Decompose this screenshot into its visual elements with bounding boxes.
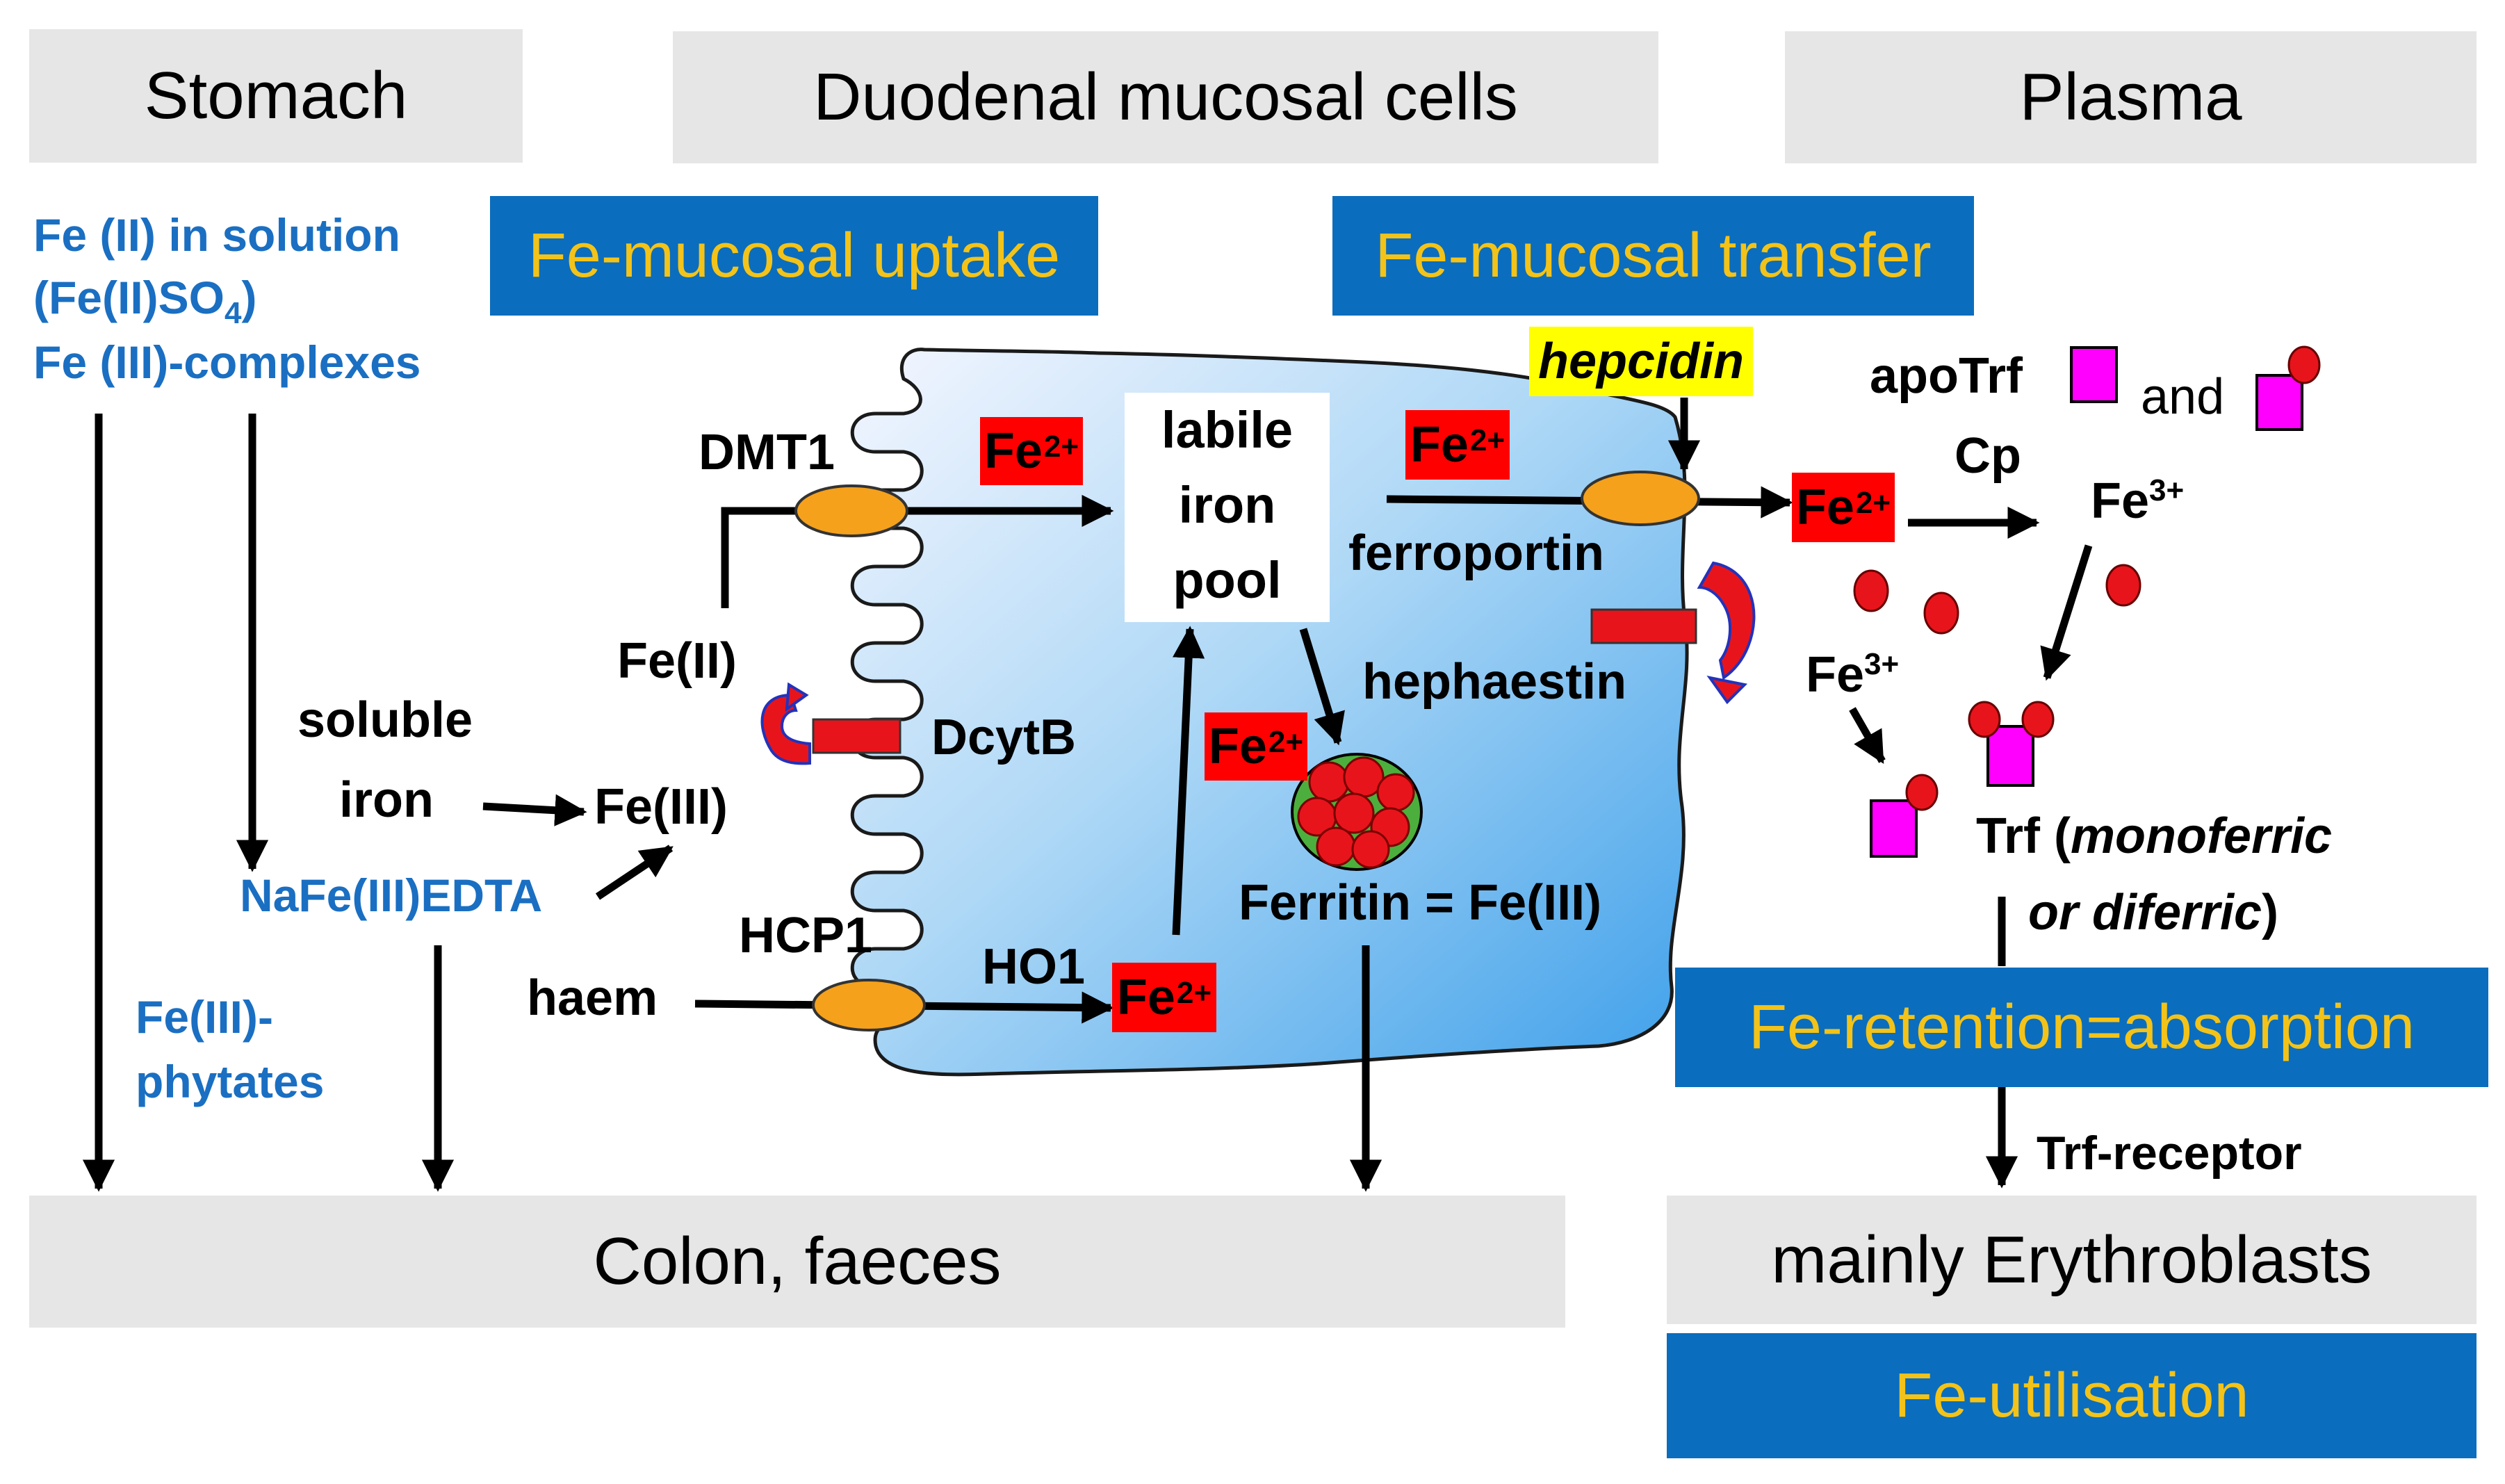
hephaestin-label: hephaestin: [1362, 654, 1627, 710]
trf-label: Trf (monoferric: [1976, 808, 2333, 864]
soluble-to-fe3-arrow: [482, 794, 587, 826]
phase-utilisation: Fe-utilisation: [1667, 1333, 2477, 1458]
hephaestin-hook-icon: [1697, 561, 1756, 680]
feso4-subscript: 4: [225, 296, 242, 331]
fe3-ion-label-1: Fe3+: [2091, 473, 2185, 529]
stomach-feso4: (Fe(II)SO4): [33, 271, 256, 331]
hephaestin-bar: [1590, 608, 1697, 644]
stomach-fe2-solution: Fe (II) in solution: [33, 209, 400, 261]
region-colon: Colon, faeces: [29, 1196, 1565, 1328]
labile-iron-pool: labile iron pool: [1125, 393, 1330, 622]
apotrf-label: apoTrf: [1870, 348, 2023, 404]
fe3-label: Fe(III): [594, 779, 728, 835]
pool-line-1: labile: [1161, 401, 1294, 459]
region-plasma: Plasma: [1785, 31, 2477, 163]
fe2-to-pool-arrow: [721, 494, 1114, 608]
naedta-to-fe3-arrow: [595, 845, 674, 900]
region-duodenal: Duodenal mucosal cells: [673, 31, 1658, 163]
ferritin-label: Ferritin = Fe(III): [1239, 875, 1602, 931]
fe3-dot: [1853, 569, 1889, 612]
and-label: and: [2141, 369, 2225, 425]
trf-label-2: or diferric): [2028, 885, 2279, 940]
monoferric-trf-icon: [1870, 774, 1939, 858]
region-erythroblasts: mainly Erythroblasts: [1667, 1196, 2477, 1324]
fe3-to-monoferric-arrow: [1849, 707, 1886, 765]
phase-retention: Fe-retention=absorption: [1675, 968, 2488, 1087]
trf-monoferric: monoferric: [2070, 808, 2333, 864]
pool-line-2: iron: [1178, 476, 1276, 534]
pool-line-3: pool: [1173, 551, 1282, 609]
phase-transfer: Fe-mucosal transfer: [1332, 196, 1974, 316]
phytates-label-1: Fe(III)-: [136, 991, 273, 1043]
phase-uptake: Fe-mucosal uptake: [490, 196, 1098, 316]
monoferric-trf-legend-icon: [2255, 345, 2321, 431]
soluble-iron-label-2: iron: [339, 772, 434, 828]
trf-diferric: or diferric: [2028, 885, 2262, 940]
stomach-fe3-complexes: Fe (III)-complexes: [33, 336, 421, 388]
dmt1-label: DMT1: [699, 425, 835, 480]
hcp1-label: HCP1: [739, 908, 873, 963]
dcytb-hook-icon: [760, 693, 811, 765]
cp-label: Cp: [1955, 428, 2021, 484]
fe3-to-diferric-arrow: [2040, 544, 2093, 681]
feso4-text: (Fe(II)SO: [33, 272, 225, 323]
soluble-iron-label-1: soluble: [297, 692, 473, 748]
hcp1-transporter: [812, 979, 926, 1032]
pool-to-ferritin-arrow: [1299, 628, 1345, 746]
diferric-trf-icon: [1968, 701, 2055, 787]
dmt1-transporter: [794, 484, 908, 537]
ferroportin-transporter: [1581, 471, 1700, 526]
hepcidin-label: hepcidin: [1529, 327, 1753, 396]
fe2-label: Fe(II): [617, 633, 737, 689]
apotrf-icon: [2070, 346, 2118, 403]
phytates-label-2: phytates: [136, 1056, 325, 1107]
feso4-close: ): [241, 272, 257, 323]
region-stomach: Stomach: [29, 29, 523, 163]
haem-label: haem: [527, 970, 658, 1026]
fe2-to-pool-up-arrow: [1172, 626, 1205, 936]
ho1-label: HO1: [982, 939, 1086, 995]
dcytb-label: DcytB: [931, 710, 1077, 765]
trf-receptor-label: Trf-receptor: [2037, 1127, 2302, 1180]
ferroportin-label: ferroportin: [1348, 525, 1604, 581]
fe3-dot: [1923, 592, 1959, 635]
dcytb-bar: [812, 718, 901, 754]
fe3-dot: [2105, 564, 2141, 607]
ferritin-icon: [1291, 753, 1423, 871]
naedta-label: NaFe(III)EDTA: [240, 870, 543, 921]
fe3-ion-label-2: Fe3+: [1806, 647, 1900, 703]
